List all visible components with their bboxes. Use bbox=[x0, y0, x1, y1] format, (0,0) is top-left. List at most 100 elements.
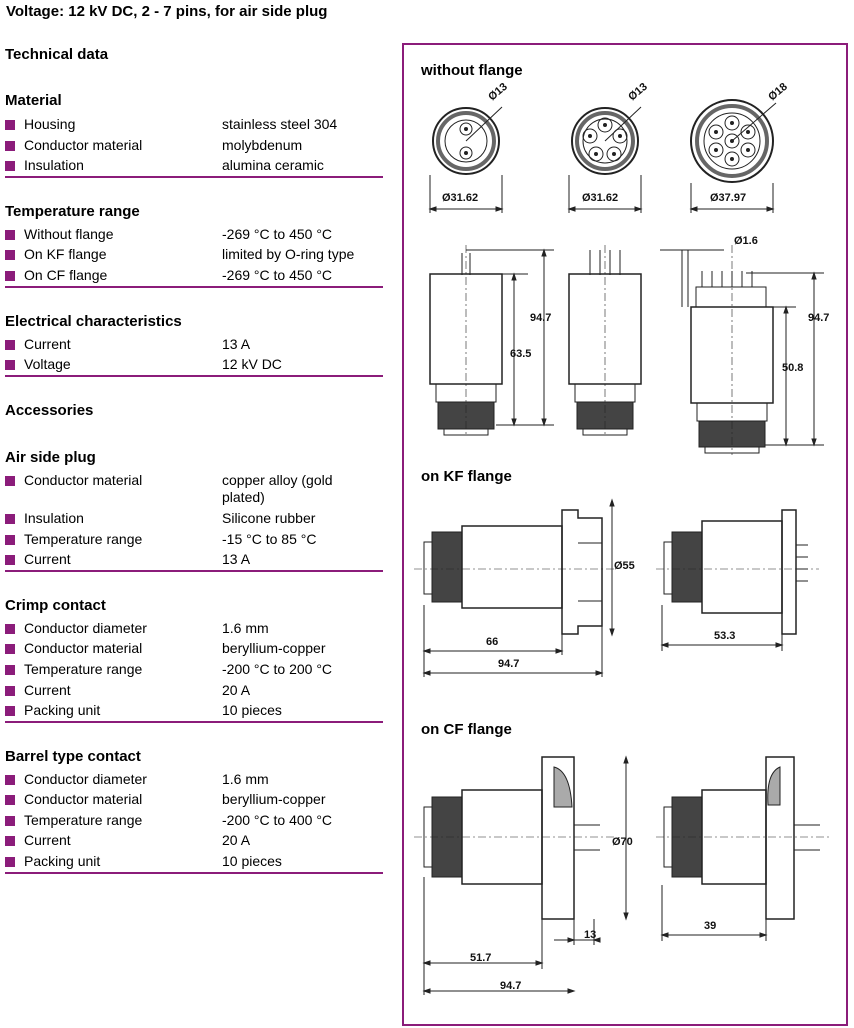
kf-flange-drawing-2 bbox=[656, 509, 819, 651]
dim-label: Ø13 bbox=[486, 81, 510, 104]
spec-value: beryllium-copper bbox=[222, 640, 326, 656]
spec-value: copper alloy (gold plated) bbox=[222, 472, 333, 505]
air-side-plug-heading: Air side plug bbox=[5, 449, 96, 466]
crimp-contact-heading: Crimp contact bbox=[5, 597, 106, 614]
spec-label: Conductor material bbox=[24, 640, 143, 656]
cf-flange-drawing-2 bbox=[656, 756, 829, 941]
dim-label: Ø70 bbox=[612, 836, 633, 848]
spec-value: 10 pieces bbox=[222, 853, 282, 869]
kf-flange-heading: on KF flange bbox=[421, 468, 512, 485]
spec-value: 13 A bbox=[222, 551, 251, 567]
spec-label: Without flange bbox=[24, 226, 114, 242]
dim-label: Ø1.6 bbox=[734, 235, 758, 247]
spec-value: alumina ceramic bbox=[222, 157, 324, 173]
bullet-icon bbox=[5, 360, 15, 370]
section-divider bbox=[5, 375, 383, 377]
dim-label: 94.7 bbox=[500, 980, 521, 992]
spec-label: Conductor material bbox=[24, 791, 143, 807]
spec-value: -269 °C to 450 °C bbox=[222, 267, 333, 283]
without-flange-heading: without flange bbox=[421, 62, 523, 79]
dim-label: 94.7 bbox=[808, 312, 829, 324]
spec-label: On CF flange bbox=[24, 267, 108, 283]
bullet-icon bbox=[5, 161, 15, 171]
bullet-icon bbox=[5, 271, 15, 281]
spec-value: limited by O-ring type bbox=[222, 246, 355, 262]
bullet-icon bbox=[5, 775, 15, 785]
spec-label: Voltage bbox=[24, 356, 71, 372]
dim-label: 63.5 bbox=[510, 348, 531, 360]
dim-label: 13 bbox=[584, 929, 596, 941]
spec-value: -200 °C to 400 °C bbox=[222, 812, 333, 828]
spec-label: Conductor diameter bbox=[24, 620, 147, 636]
spec-label: Conductor diameter bbox=[24, 771, 147, 787]
top-view-7-pin bbox=[689, 99, 777, 213]
spec-value: 20 A bbox=[222, 682, 251, 698]
dim-label: 39 bbox=[704, 920, 716, 932]
dim-label: 50.8 bbox=[782, 362, 803, 374]
section-divider bbox=[5, 570, 383, 572]
bullet-icon bbox=[5, 795, 15, 805]
spec-value: 10 pieces bbox=[222, 702, 282, 718]
dim-label: Ø37.97 bbox=[710, 192, 746, 204]
spec-label: Insulation bbox=[24, 510, 84, 526]
bullet-icon bbox=[5, 120, 15, 130]
kf-flange-drawing-1 bbox=[414, 498, 615, 677]
spec-label: Current bbox=[24, 832, 71, 848]
spec-label: Current bbox=[24, 551, 71, 567]
section-divider bbox=[5, 721, 383, 723]
spec-label: Insulation bbox=[24, 157, 84, 173]
drawings-panel: without flange on KF flange on CF flange bbox=[402, 43, 848, 1026]
spec-label: Conductor material bbox=[24, 137, 143, 153]
dim-label: Ø31.62 bbox=[442, 192, 478, 204]
spec-label: Conductor material bbox=[24, 472, 143, 488]
spec-value: -200 °C to 200 °C bbox=[222, 661, 333, 677]
spec-value: 1.6 mm bbox=[222, 620, 269, 636]
spec-label: Temperature range bbox=[24, 531, 143, 547]
spec-value: Silicone rubber bbox=[222, 510, 316, 526]
spec-value: -15 °C to 85 °C bbox=[222, 531, 317, 547]
bullet-icon bbox=[5, 644, 15, 654]
section-divider bbox=[5, 286, 383, 288]
bullet-icon bbox=[5, 706, 15, 716]
side-view-5-pin bbox=[568, 245, 642, 437]
dim-label: Ø13 bbox=[626, 81, 650, 104]
bullet-icon bbox=[5, 230, 15, 240]
dim-label: 51.7 bbox=[470, 952, 491, 964]
dim-label: 94.7 bbox=[530, 312, 551, 324]
section-divider bbox=[5, 176, 383, 178]
spec-value: stainless steel 304 bbox=[222, 116, 338, 132]
spec-label: On KF flange bbox=[24, 246, 107, 262]
top-view-5-pin bbox=[567, 106, 643, 213]
dim-label: 53.3 bbox=[714, 630, 735, 642]
electrical-heading: Electrical characteristics bbox=[5, 313, 182, 330]
spec-value: -269 °C to 450 °C bbox=[222, 226, 333, 242]
bullet-icon bbox=[5, 535, 15, 545]
bullet-icon bbox=[5, 250, 15, 260]
bullet-icon bbox=[5, 836, 15, 846]
temperature-heading: Temperature range bbox=[5, 203, 140, 220]
section-divider bbox=[5, 872, 383, 874]
cf-flange-drawing-1 bbox=[414, 755, 629, 995]
bullet-icon bbox=[5, 686, 15, 696]
spec-label: Packing unit bbox=[24, 853, 101, 869]
dim-label: Ø31.62 bbox=[582, 192, 618, 204]
bullet-icon bbox=[5, 857, 15, 867]
spec-label: Temperature range bbox=[24, 812, 143, 828]
dim-label: 66 bbox=[486, 636, 498, 648]
spec-value: 12 kV DC bbox=[222, 356, 282, 372]
accessories-heading: Accessories bbox=[5, 402, 94, 419]
dim-label: 94.7 bbox=[498, 658, 519, 670]
page-title: Voltage: 12 kV DC, 2 - 7 pins, for air s… bbox=[6, 3, 328, 20]
spec-label: Current bbox=[24, 336, 71, 352]
technical-drawing: Ø13 Ø13 Ø18 Ø31.62 Ø31.62 Ø37.97 Ø1.6 94… bbox=[414, 81, 829, 995]
top-view-2-pin bbox=[428, 106, 504, 213]
bullet-icon bbox=[5, 555, 15, 565]
spec-label: Housing bbox=[24, 116, 76, 132]
spec-value: beryllium-copper bbox=[222, 791, 326, 807]
side-view-7-pin bbox=[660, 245, 824, 455]
spec-value: 13 A bbox=[222, 336, 251, 352]
spec-label: Current bbox=[24, 682, 71, 698]
dim-label: Ø18 bbox=[766, 81, 790, 104]
cf-flange-heading: on CF flange bbox=[421, 721, 512, 738]
bullet-icon bbox=[5, 476, 15, 486]
